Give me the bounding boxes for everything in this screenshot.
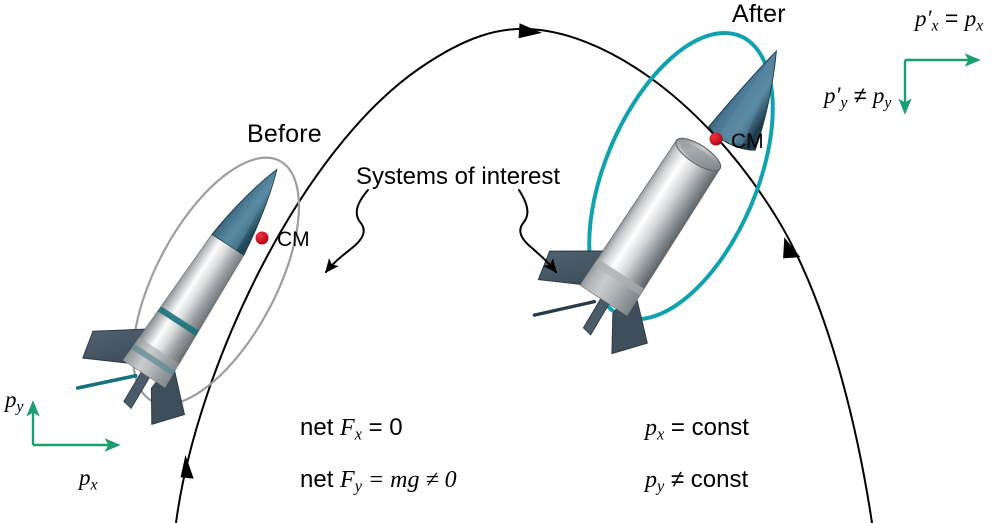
rocket-after-cylinder <box>579 137 722 317</box>
systems-pointer-left-arrow <box>325 189 369 274</box>
axis-label-px-before: px <box>79 464 97 494</box>
equation-px-const-sub: x <box>657 424 665 444</box>
equation-net-fx-var: F <box>340 415 355 441</box>
rocket-after-body <box>532 137 722 355</box>
equation-net-fx-prefix: net <box>300 414 341 441</box>
axis-label-px-before-var: p <box>79 465 91 490</box>
rocket-after-nose-cone <box>708 49 777 151</box>
axis-label-px-before-sub: x <box>90 476 98 494</box>
rocket-before-body <box>122 232 246 389</box>
equation-py-const-sub: y <box>657 476 665 496</box>
axis-label-py-before-sub: y <box>16 398 24 416</box>
equation-py-const-rest: ≠ const <box>664 466 749 493</box>
momentum-axes-before <box>26 400 121 452</box>
path-arrow-up <box>180 455 194 479</box>
equation-net-fy-sub: y <box>354 476 362 496</box>
axis-label-py-after: p′y ≠ py <box>824 82 892 112</box>
cm-dot-after <box>709 132 723 146</box>
equation-net-fy: net Fy = mg ≠ 0 <box>300 466 457 497</box>
rocket-before-nose-cone <box>211 168 278 256</box>
label-systems-of-interest: Systems of interest <box>356 163 561 190</box>
axis-label-py-before: py <box>5 386 23 416</box>
equation-net-fx-rest: = 0 <box>361 414 403 441</box>
cm-dot-before <box>255 231 269 245</box>
equation-px-const: px = const <box>645 414 749 445</box>
momentum-axes-after <box>898 53 981 115</box>
path-arrow-down <box>783 237 801 259</box>
equation-net-fy-prefix: net <box>300 466 341 493</box>
equation-px-const-var: p <box>645 415 657 441</box>
label-before: Before <box>247 120 322 148</box>
projectile-path <box>175 23 873 523</box>
equation-net-fy-rest: = mg ≠ 0 <box>361 467 457 493</box>
equation-py-const: py ≠ const <box>645 466 748 497</box>
rocket-before <box>75 168 278 425</box>
equation-net-fy-var: F <box>340 467 355 493</box>
label-cm-after: CM <box>731 130 764 153</box>
systems-pointer-right-arrow <box>518 189 557 274</box>
equation-px-const-rest: = const <box>664 414 749 441</box>
axis-label-px-after: p′x = px <box>915 5 984 35</box>
equation-py-const-var: p <box>645 467 657 493</box>
label-after: After <box>732 0 786 28</box>
axis-label-py-before-var: p <box>5 387 17 412</box>
label-cm-before: CM <box>277 228 310 251</box>
equation-net-fx: net Fx = 0 <box>300 414 403 445</box>
equation-net-fx-sub: x <box>354 424 362 444</box>
path-arrow-apex <box>518 23 542 39</box>
